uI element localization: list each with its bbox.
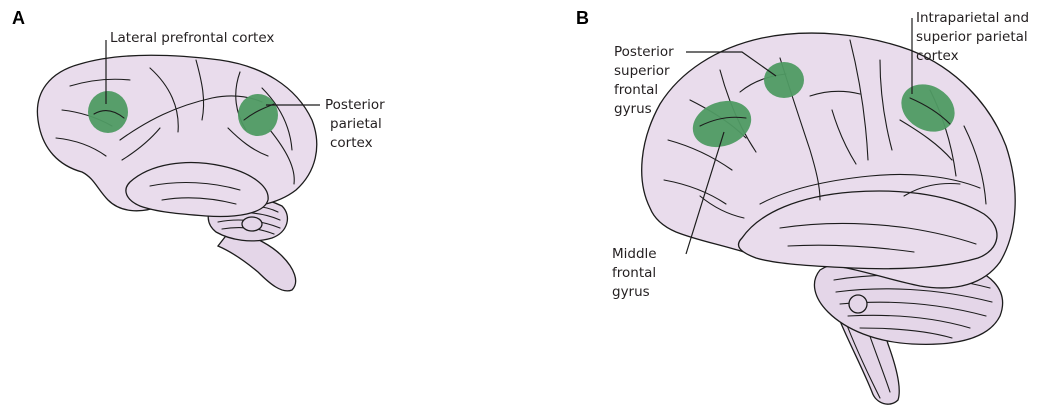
human-cerebellar-node bbox=[849, 295, 867, 313]
panel-a-letter: A bbox=[12, 8, 25, 28]
human-brain bbox=[642, 33, 1015, 404]
monkey-cerebellar-node bbox=[242, 217, 262, 231]
label-middle-frontal-gyrus: Middle frontal gyrus bbox=[612, 246, 661, 300]
posterior-parietal-cortex-region bbox=[238, 94, 278, 136]
panel-b: B bbox=[576, 8, 1033, 404]
panel-a: A bbox=[12, 8, 389, 291]
monkey-brain bbox=[37, 55, 316, 291]
panel-b-letter: B bbox=[576, 8, 589, 28]
lateral-prefrontal-cortex-region bbox=[88, 91, 128, 133]
label-lateral-prefrontal-cortex: Lateral prefrontal cortex bbox=[110, 30, 274, 46]
label-intraparietal-superior-parietal-cortex: Intraparietal and superior parietal cort… bbox=[916, 10, 1033, 64]
posterior-superior-frontal-gyrus-region bbox=[764, 62, 804, 98]
label-posterior-parietal-cortex: Posterior parietal cortex bbox=[325, 97, 389, 151]
